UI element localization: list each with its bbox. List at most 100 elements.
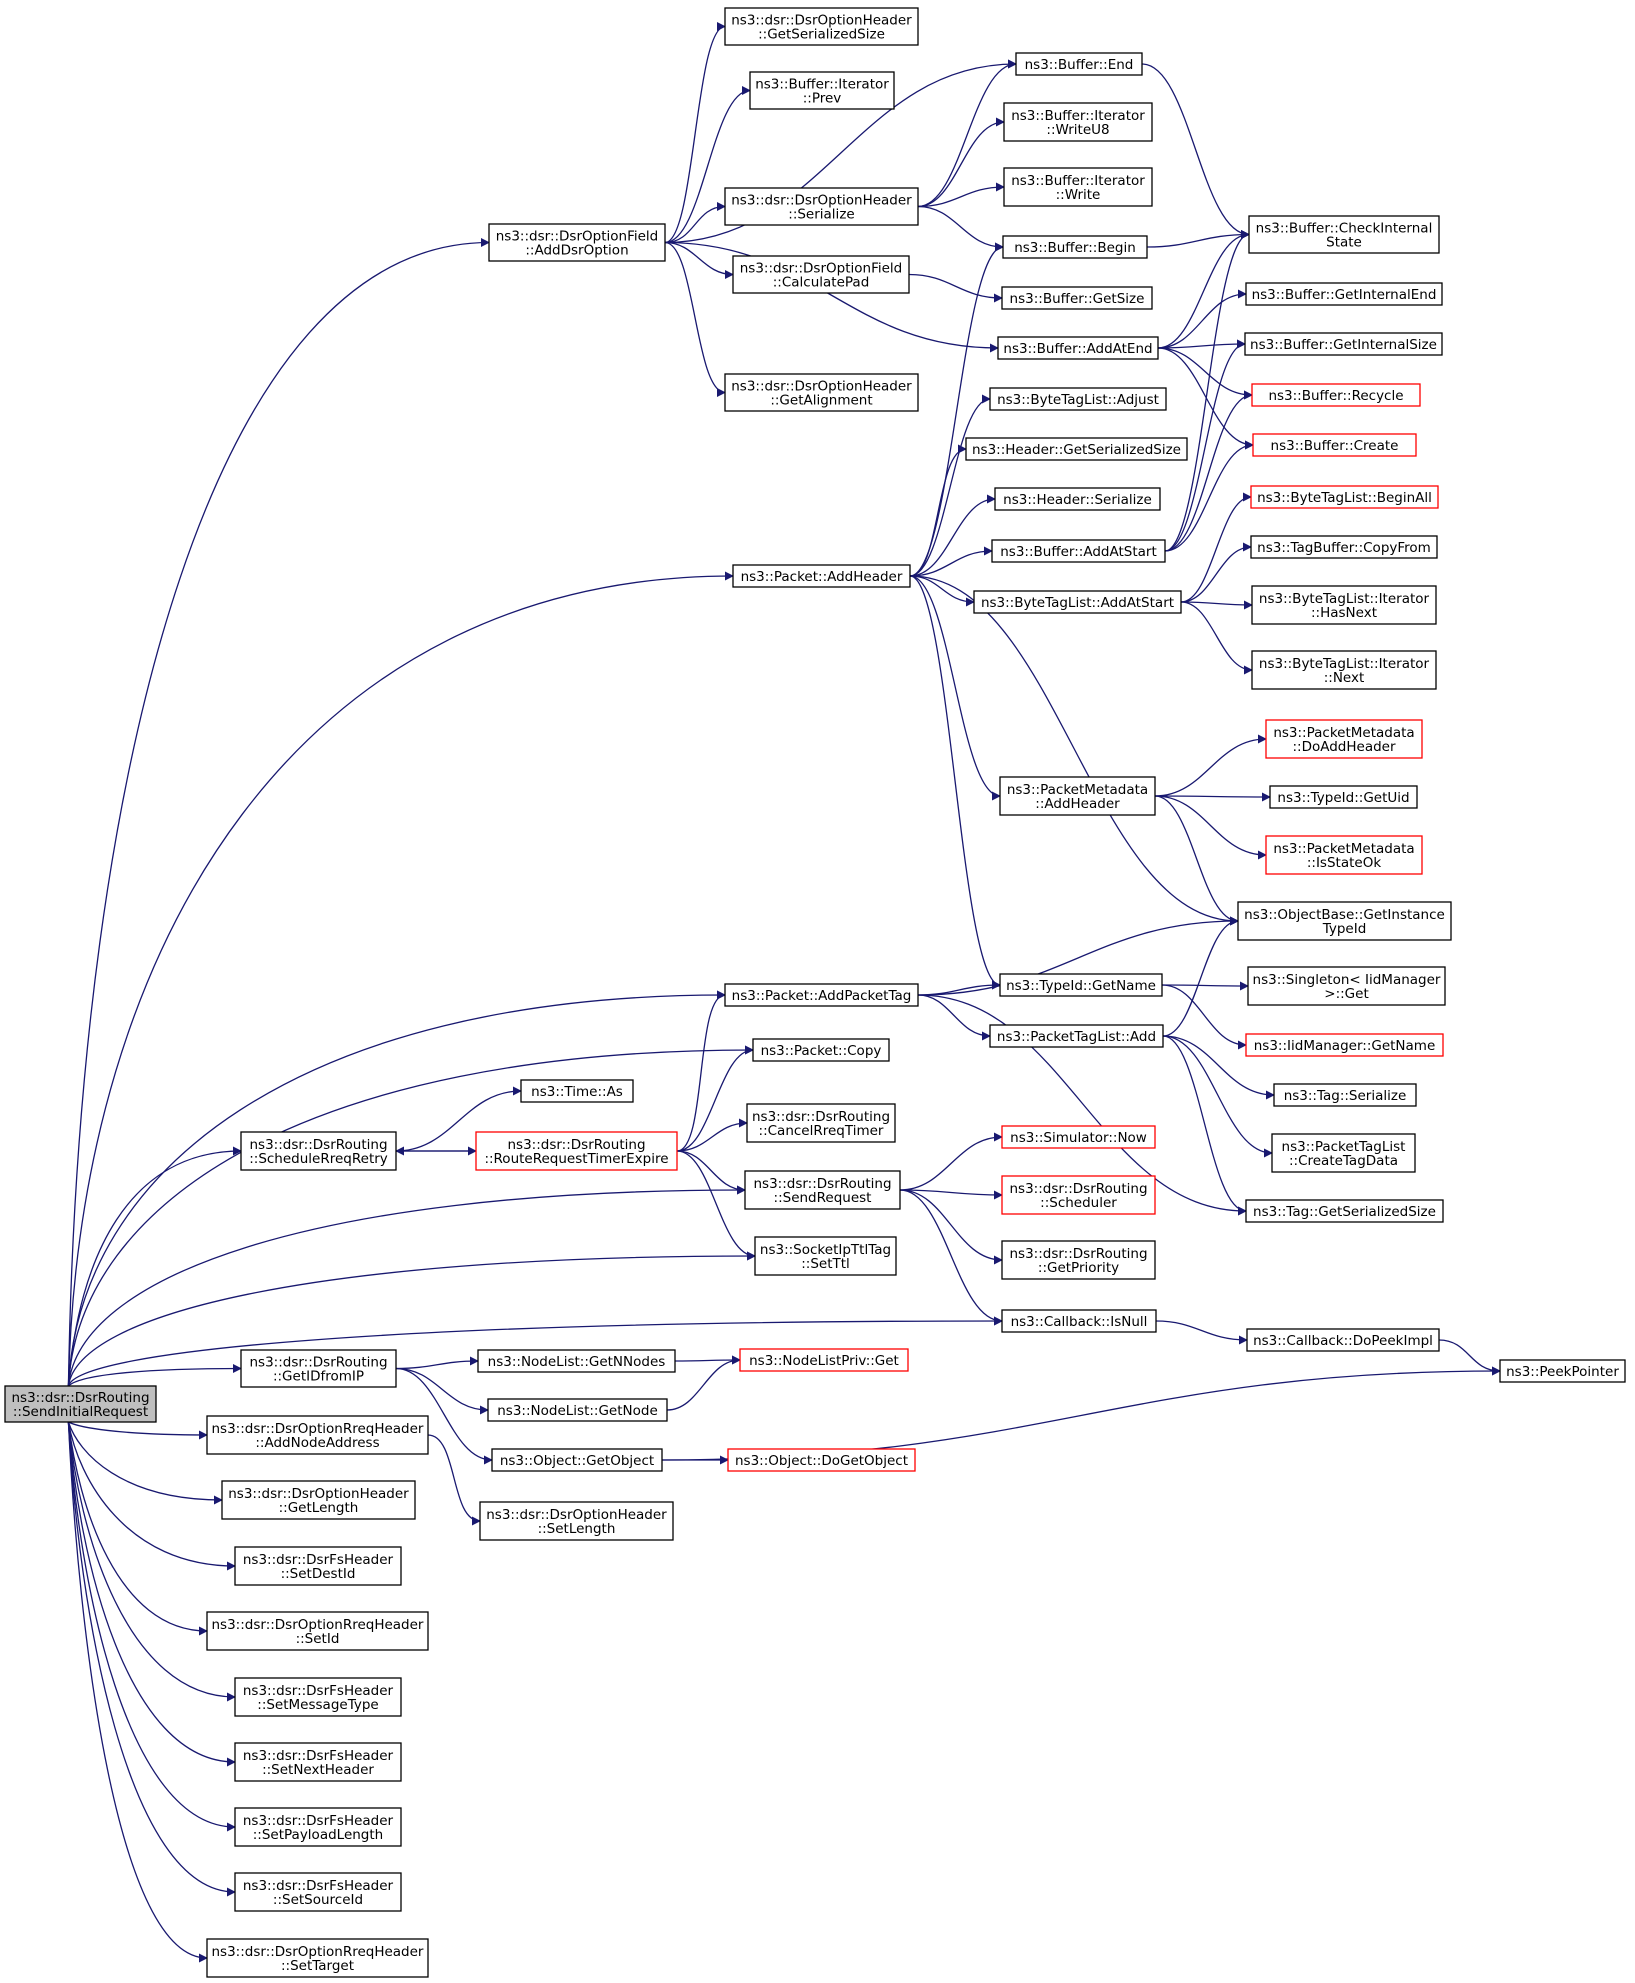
function-node-objDoGetObject[interactable]: ns3::Object::DoGetObject <box>727 1448 916 1472</box>
function-node-pktAddPacketTag[interactable]: ns3::Packet::AddPacketTag <box>724 983 919 1007</box>
function-node-bufGetSize[interactable]: ns3::Buffer::GetSize <box>1001 286 1153 310</box>
call-edge-routeReqTimer-to-pktAddPacketTag <box>676 990 726 1152</box>
function-node-nlPrivGet[interactable]: ns3::NodeListPriv::Get <box>739 1348 909 1372</box>
function-node-objGetObject[interactable]: ns3::Object::GetObject <box>491 1448 663 1472</box>
function-node-nlGetNNodes[interactable]: ns3::NodeList::GetNNodes <box>477 1349 676 1373</box>
function-node-label: ns3::IidManager::GetName <box>1254 1038 1436 1054</box>
function-node-label: ns3::Buffer::Create <box>1271 438 1399 454</box>
function-node-btlBeginAll[interactable]: ns3::ByteTagList::BeginAll <box>1250 485 1439 509</box>
function-node-label: ::SetMessageType <box>257 1697 378 1713</box>
function-node-iterPrev[interactable]: ns3::Buffer::Iterator::Prev <box>749 71 895 110</box>
function-node-peekPointer[interactable]: ns3::PeekPointer <box>1499 1359 1626 1383</box>
function-node-ohGetAlignment[interactable]: ns3::dsr::DsrOptionHeader::GetAlignment <box>724 373 919 412</box>
function-node-fsSetPayload[interactable]: ns3::dsr::DsrFsHeader::SetPayloadLength <box>234 1807 402 1847</box>
function-node-box <box>997 336 1159 360</box>
function-node-fsSetNextHdr[interactable]: ns3::dsr::DsrFsHeader::SetNextHeader <box>234 1742 402 1782</box>
function-node-label: ns3::dsr::DsrFsHeader <box>243 1683 394 1699</box>
function-node-label: ns3::PeekPointer <box>1506 1364 1619 1380</box>
function-node-pmIsStateOk[interactable]: ns3::PacketMetadata::IsStateOk <box>1265 835 1423 875</box>
function-node-iterWrite[interactable]: ns3::Buffer::Iterator::Write <box>1003 167 1153 207</box>
function-node-pktAddHeader[interactable]: ns3::Packet::AddHeader <box>732 564 911 588</box>
function-node-scheduler[interactable]: ns3::dsr::DsrRouting::Scheduler <box>1001 1175 1156 1215</box>
function-node-typeIdGetUid[interactable]: ns3::TypeId::GetUid <box>1269 785 1418 809</box>
function-node-box <box>1003 102 1153 142</box>
call-edge-bufAddAtStart-to-bufCreate <box>1164 440 1254 552</box>
function-node-bufCreate[interactable]: ns3::Buffer::Create <box>1252 433 1417 457</box>
function-node-pmAddHeader[interactable]: ns3::PacketMetadata::AddHeader <box>999 776 1156 816</box>
function-node-label: ::SetTarget <box>281 1958 354 1974</box>
function-node-addDsrOption[interactable]: ns3::dsr::DsrOptionField::AddDsrOption <box>488 223 666 262</box>
call-edge-line <box>917 117 1005 208</box>
function-node-cancelRreq[interactable]: ns3::dsr::DsrRouting::CancelRreqTimer <box>746 1103 896 1143</box>
function-node-singletonGet[interactable]: ns3::Singleton< IidManager >::Get <box>1247 966 1446 1006</box>
function-node-fsSetMsgType[interactable]: ns3::dsr::DsrFsHeader::SetMessageType <box>234 1677 402 1717</box>
function-node-bufAddAtStart[interactable]: ns3::Buffer::AddAtStart <box>991 539 1166 563</box>
function-node-btlIterNext[interactable]: ns3::ByteTagList::Iterator::Next <box>1251 650 1437 690</box>
function-node-box <box>973 590 1182 614</box>
function-node-bufAddAtEnd[interactable]: ns3::Buffer::AddAtEnd <box>997 336 1159 360</box>
call-edge-line <box>1154 734 1267 797</box>
function-node-simNow[interactable]: ns3::Simulator::Now <box>1001 1125 1156 1149</box>
function-node-label: ::AddHeader <box>1035 796 1120 812</box>
function-node-tagGetSerSize[interactable]: ns3::Tag::GetSerializedSize <box>1245 1199 1444 1223</box>
function-node-getIdFromIp[interactable]: ns3::dsr::DsrRouting::GetIDfromIP <box>240 1349 397 1388</box>
function-node-rreqSetId[interactable]: ns3::dsr::DsrOptionRreqHeader::SetId <box>206 1611 429 1651</box>
function-node-iidGetName[interactable]: ns3::IidManager::GetName <box>1245 1033 1444 1057</box>
call-edge-line <box>1180 601 1253 675</box>
call-edge-pmAddHeader-to-pmIsStateOk <box>1154 795 1267 860</box>
call-edge-line <box>67 1421 236 1571</box>
function-node-schedRreqRetry[interactable]: ns3::dsr::DsrRouting::ScheduleRreqRetry <box>240 1131 397 1171</box>
function-node-typeIdGetName[interactable]: ns3::TypeId::GetName <box>999 973 1163 997</box>
function-node-label: ns3::NodeList::GetNode <box>497 1403 658 1419</box>
function-node-nlGetNode[interactable]: ns3::NodeList::GetNode <box>487 1398 668 1422</box>
function-node-btlAddAtStart[interactable]: ns3::ByteTagList::AddAtStart <box>973 590 1182 614</box>
function-node-ptlCreateTagData[interactable]: ns3::PacketTagList::CreateTagData <box>1271 1133 1416 1173</box>
function-node-ohGetLength[interactable]: ns3::dsr::DsrOptionHeader::GetLength <box>221 1480 416 1520</box>
function-node-ptlAdd[interactable]: ns3::PacketTagList::Add <box>989 1024 1164 1048</box>
function-node-sendRequest[interactable]: ns3::dsr::DsrRouting::SendRequest <box>744 1170 901 1210</box>
function-node-routeReqTimer[interactable]: ns3::dsr::DsrRouting::RouteRequestTimerE… <box>475 1131 678 1171</box>
call-edge-line <box>917 205 1004 252</box>
function-node-rreqAddNodeAddr[interactable]: ns3::dsr::DsrOptionRreqHeader::AddNodeAd… <box>206 1415 429 1455</box>
function-node-pktCopy[interactable]: ns3::Packet::Copy <box>752 1038 890 1062</box>
function-node-getInternalSize[interactable]: ns3::Buffer::GetInternalSize <box>1244 332 1443 356</box>
function-node-rreqSetTarget[interactable]: ns3::dsr::DsrOptionRreqHeader::SetTarget <box>206 1938 429 1978</box>
function-node-getPriority[interactable]: ns3::dsr::DsrRouting::GetPriority <box>1001 1240 1156 1280</box>
function-node-timeAs[interactable]: ns3::Time::As <box>520 1079 634 1103</box>
function-node-ohSerialize[interactable]: ns3::dsr::DsrOptionHeader::Serialize <box>724 187 919 226</box>
call-edge-schedRreqRetry-to-timeAs <box>395 1086 522 1152</box>
call-edge-root-to-addDsrOption <box>67 238 490 1387</box>
function-node-pmDoAddHeader[interactable]: ns3::PacketMetadata::DoAddHeader <box>1265 719 1423 759</box>
function-node-box <box>1245 1033 1444 1057</box>
function-node-socketSetTtl[interactable]: ns3::SocketIpTtlTag::SetTtl <box>754 1236 897 1276</box>
function-node-ohGetSerializedSize[interactable]: ns3::dsr::DsrOptionHeader::GetSerialized… <box>724 7 919 46</box>
function-node-tbCopyFrom[interactable]: ns3::TagBuffer::CopyFrom <box>1250 535 1438 559</box>
function-node-hdrGetSerSize[interactable]: ns3::Header::GetSerializedSize <box>965 437 1188 461</box>
function-node-bufBegin[interactable]: ns3::Buffer::Begin <box>1002 235 1148 259</box>
call-edge-line <box>1157 230 1250 349</box>
function-node-label: ns3::ByteTagList::AddAtStart <box>981 595 1174 611</box>
function-node-box <box>989 1024 1164 1048</box>
function-node-fsSetDestId[interactable]: ns3::dsr::DsrFsHeader::SetDestId <box>234 1546 402 1586</box>
function-node-iterWriteU8[interactable]: ns3::Buffer::Iterator::WriteU8 <box>1003 102 1153 142</box>
function-node-label: ::SetLength <box>538 1521 616 1537</box>
function-node-tagSerialize[interactable]: ns3::Tag::Serialize <box>1273 1083 1417 1107</box>
function-node-calcPad[interactable]: ns3::dsr::DsrOptionField::CalculatePad <box>732 255 910 294</box>
function-node-box <box>749 71 895 110</box>
function-node-ohSetLength[interactable]: ns3::dsr::DsrOptionHeader::SetLength <box>479 1501 674 1541</box>
function-node-bufEnd[interactable]: ns3::Buffer::End <box>1015 52 1143 76</box>
call-edge-line <box>909 546 993 577</box>
function-node-bufRecycle[interactable]: ns3::Buffer::Recycle <box>1251 383 1421 407</box>
function-node-getInternalEnd[interactable]: ns3::Buffer::GetInternalEnd <box>1245 282 1443 306</box>
function-node-cbDoPeek[interactable]: ns3::Callback::DoPeekImpl <box>1246 1328 1440 1352</box>
function-node-fsSetSourceId[interactable]: ns3::dsr::DsrFsHeader::SetSourceId <box>234 1872 402 1912</box>
function-node-box <box>240 1349 397 1388</box>
function-node-hdrSerialize[interactable]: ns3::Header::Serialize <box>994 487 1161 511</box>
function-node-btlIterHasNext[interactable]: ns3::ByteTagList::Iterator::HasNext <box>1251 585 1437 625</box>
function-node-cbIsNull[interactable]: ns3::Callback::IsNull <box>1001 1309 1157 1333</box>
function-node-box <box>234 1742 402 1782</box>
function-node-btlAdjust[interactable]: ns3::ByteTagList::Adjust <box>989 387 1167 411</box>
function-node-box <box>724 7 919 46</box>
